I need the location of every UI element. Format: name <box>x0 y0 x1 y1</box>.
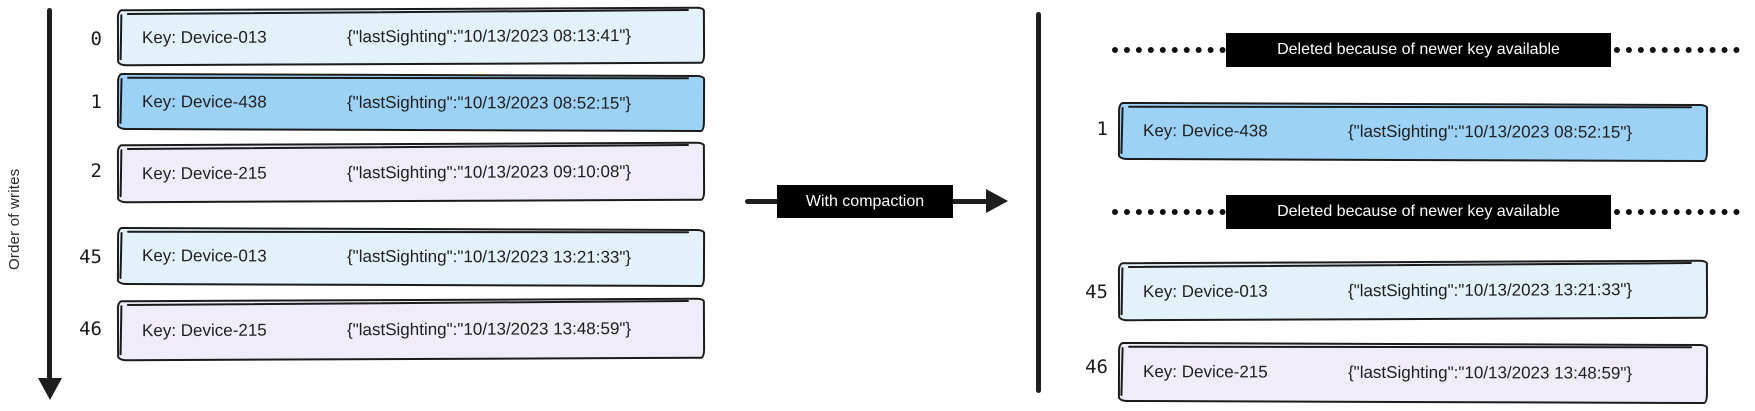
write-index-46: 46 <box>79 318 102 340</box>
record-value: {"lastSighting":"10/13/2023 13:21:33"} <box>346 246 632 267</box>
record-key: Key: Device-013 <box>141 246 267 266</box>
record-value: {"lastSighting":"10/13/2023 08:52:15"} <box>346 92 632 113</box>
order-of-writes-arrowhead-icon <box>38 378 62 400</box>
record-value: {"lastSighting":"10/13/2023 13:21:33"} <box>1347 279 1633 300</box>
record-value: {"lastSighting":"10/13/2023 08:52:15"} <box>1347 121 1633 142</box>
record-key: Key: Device-013 <box>1142 281 1268 301</box>
compaction-arrowhead-icon <box>986 189 1008 213</box>
record-row-right-46: Key: Device-215 {"lastSighting":"10/13/2… <box>1117 341 1709 405</box>
write-index-0: 0 <box>90 28 102 50</box>
record-row-left-45: Key: Device-013 {"lastSighting":"10/13/2… <box>116 226 706 288</box>
write-index-2: 2 <box>90 160 102 182</box>
deleted-row-label-1: Deleted because of newer key available <box>1226 33 1611 67</box>
record-value: {"lastSighting":"10/13/2023 13:48:59"} <box>346 318 632 339</box>
record-row-right-1: Key: Device-438 {"lastSighting":"10/13/2… <box>1117 101 1709 163</box>
record-key: Key: Device-013 <box>141 27 267 47</box>
record-row-right-45: Key: Device-013 {"lastSighting":"10/13/2… <box>1117 259 1709 322</box>
compacted-index-1: 1 <box>1096 118 1108 140</box>
compacted-index-45: 45 <box>1085 281 1108 303</box>
with-compaction-label: With compaction <box>777 185 953 218</box>
deleted-row-label-2: Deleted because of newer key available <box>1226 195 1611 229</box>
record-row-left-2: Key: Device-215 {"lastSighting":"10/13/2… <box>116 141 706 204</box>
record-row-left-0: Key: Device-013 {"lastSighting":"10/13/2… <box>116 6 706 67</box>
record-row-left-1: Key: Device-438 {"lastSighting":"10/13/2… <box>116 72 706 133</box>
order-of-writes-axis-label: Order of writes <box>6 168 23 270</box>
record-key: Key: Device-215 <box>141 163 267 183</box>
record-value: {"lastSighting":"10/13/2023 13:48:59"} <box>1347 362 1633 383</box>
compacted-log-axis-line <box>1036 12 1041 393</box>
record-key: Key: Device-215 <box>141 320 267 340</box>
write-index-45: 45 <box>79 246 102 268</box>
record-key: Key: Device-215 <box>1142 362 1268 382</box>
record-row-left-46: Key: Device-215 {"lastSighting":"10/13/2… <box>116 297 706 362</box>
record-value: {"lastSighting":"10/13/2023 09:10:08"} <box>346 161 632 182</box>
write-index-1: 1 <box>90 91 102 113</box>
order-of-writes-arrow-line <box>47 8 52 380</box>
record-key: Key: Device-438 <box>141 91 267 111</box>
record-key: Key: Device-438 <box>1142 121 1268 141</box>
compacted-index-46: 46 <box>1085 356 1108 378</box>
record-value: {"lastSighting":"10/13/2023 08:13:41"} <box>346 25 632 46</box>
